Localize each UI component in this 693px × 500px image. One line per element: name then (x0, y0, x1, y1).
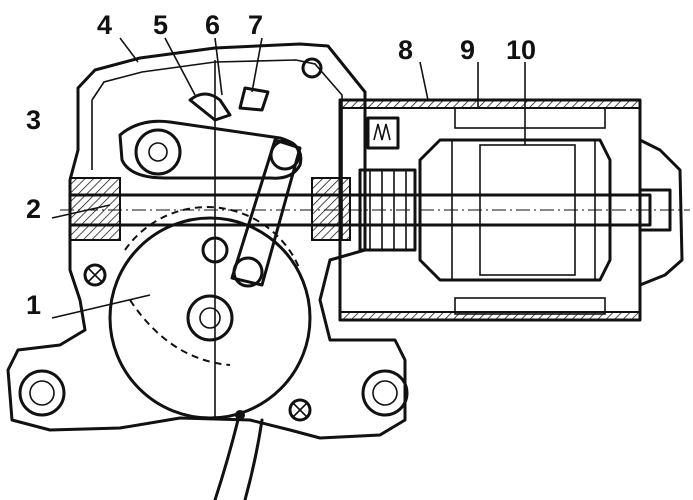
wire-lead-1 (213, 418, 240, 500)
callout-8: 8 (398, 35, 414, 65)
gear-wheel (108, 206, 312, 420)
callout-3: 3 (26, 105, 42, 135)
wire-lead-2 (243, 418, 264, 500)
commutator (358, 116, 417, 252)
callout-5: 5 (153, 10, 169, 40)
mount-hole-right (361, 369, 409, 417)
gearbox-housing (6, 42, 407, 440)
screw-left (83, 263, 107, 287)
callout-4: 4 (97, 10, 113, 40)
callout-9: 9 (460, 35, 476, 65)
ground-terminal (235, 410, 245, 420)
callout-10: 10 (506, 35, 537, 65)
callout-1: 1 (26, 290, 42, 320)
screw-top (301, 57, 323, 79)
leader-lines (51, 37, 526, 319)
worm-shaft (60, 177, 690, 241)
callout-6: 6 (205, 10, 221, 40)
mount-hole-left (18, 369, 66, 417)
connecting-rod (230, 138, 302, 288)
crank-lever (118, 119, 303, 180)
limit-switch (188, 60, 270, 420)
screw-right (288, 398, 312, 422)
callout-7: 7 (248, 10, 264, 40)
callout-2: 2 (26, 194, 42, 224)
